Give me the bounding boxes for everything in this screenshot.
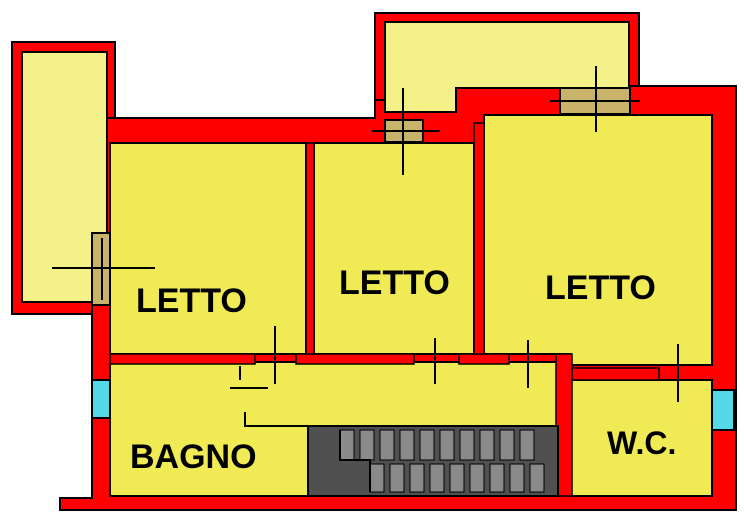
room-floor-bedroom-middle bbox=[313, 142, 475, 355]
stairs bbox=[307, 425, 559, 497]
room-label-wc: W.C. bbox=[607, 425, 676, 461]
balcony-top bbox=[384, 21, 630, 113]
door-lines bbox=[52, 66, 679, 427]
room-label-bedroom-left: LETTO bbox=[136, 282, 247, 320]
room-floor-bedroom-right bbox=[483, 114, 713, 366]
room-label-bathroom: BAGNO bbox=[130, 438, 257, 476]
room-label-bedroom-middle: LETTO bbox=[339, 264, 450, 302]
window-side-left bbox=[91, 379, 111, 419]
room-label-bedroom-right: LETTO bbox=[545, 269, 656, 307]
window-side-right bbox=[711, 389, 735, 431]
room-floor-bedroom-left bbox=[109, 142, 307, 355]
interior-walls bbox=[109, 122, 660, 497]
